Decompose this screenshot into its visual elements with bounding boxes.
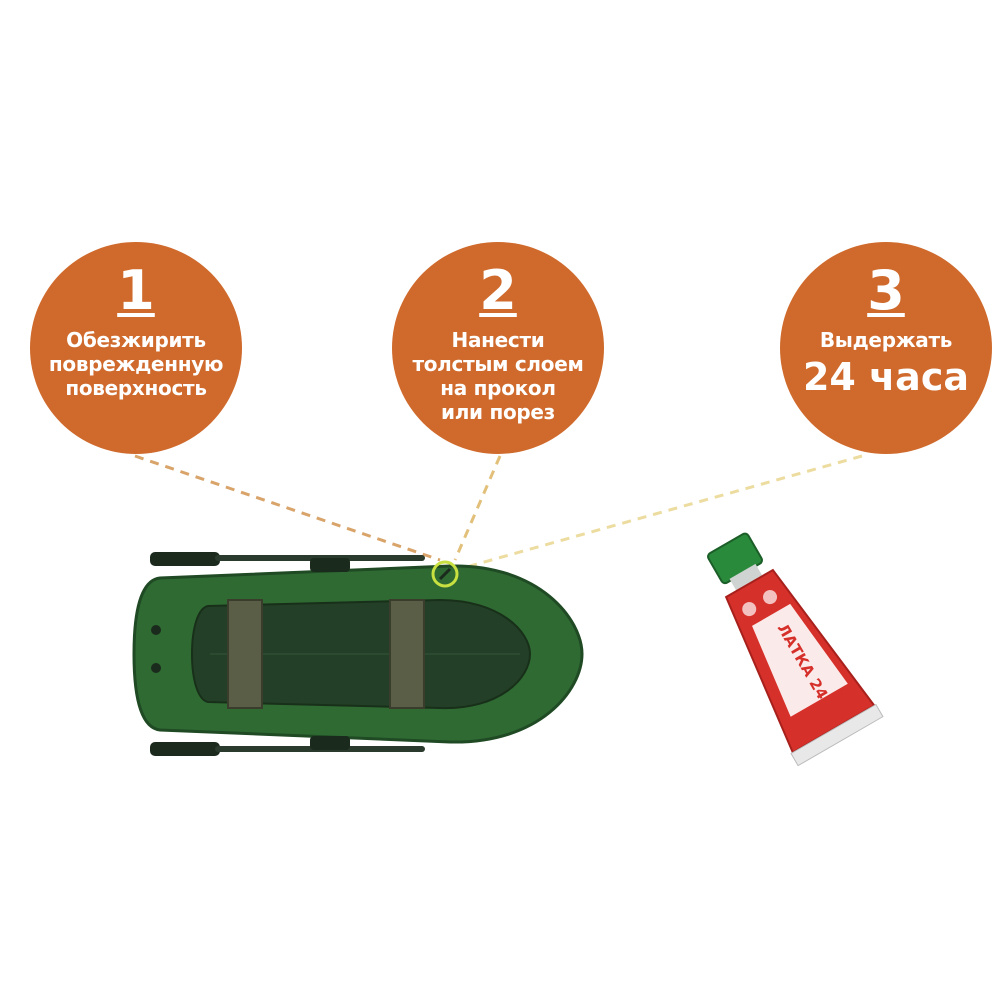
valve: [151, 625, 161, 635]
step-text-line: поверхность: [65, 376, 207, 400]
oarlock: [310, 558, 350, 572]
oarlock: [310, 736, 350, 750]
step-text-line: Выдержать: [819, 328, 953, 352]
step-number: 2: [479, 259, 517, 322]
glue-tube-image: ЛАТКА 24: [707, 532, 884, 767]
leader-line-3: [469, 454, 863, 568]
leader-line-2: [453, 455, 502, 561]
boat-seat: [227, 599, 263, 709]
step-circle-2: 2 Нанести толстым слоем на прокол или по…: [392, 242, 604, 454]
step-circle-3: 3 Выдержать 24 часа: [780, 242, 992, 454]
puncture-marker-icon: [431, 560, 459, 588]
tube-neck: [729, 563, 763, 592]
step-text: Выдержать: [819, 328, 953, 352]
step-text-line: Нанести: [451, 328, 545, 352]
step-text-line: или порез: [441, 400, 555, 424]
tube-graphic: [763, 590, 778, 605]
step-text-line: Обезжирить: [66, 328, 206, 352]
inflatable-boat-image: [132, 552, 584, 756]
step-number: 1: [117, 259, 155, 322]
leader-line-1: [134, 454, 441, 562]
boat-seat: [389, 599, 425, 709]
step-circle-1: 1 Обезжирить поврежденную поверхность: [30, 242, 242, 454]
step-text-line: поврежденную: [48, 352, 224, 376]
step-number: 3: [867, 259, 905, 322]
oar-blade: [150, 742, 220, 756]
puncture-mark: [438, 567, 452, 581]
step-text-line: на прокол: [440, 376, 556, 400]
oar-blade: [150, 552, 220, 566]
tube-label-panel: [752, 603, 848, 717]
tube-graphic: [742, 602, 757, 617]
step-text: Обезжирить поврежденную поверхность: [48, 328, 224, 400]
step-text: Нанести толстым слоем на прокол или поре…: [412, 328, 583, 424]
tube-crimp: [790, 703, 884, 767]
step-duration: 24 часа: [802, 355, 969, 399]
step-text-line: толстым слоем: [412, 352, 584, 376]
valve: [151, 663, 161, 673]
